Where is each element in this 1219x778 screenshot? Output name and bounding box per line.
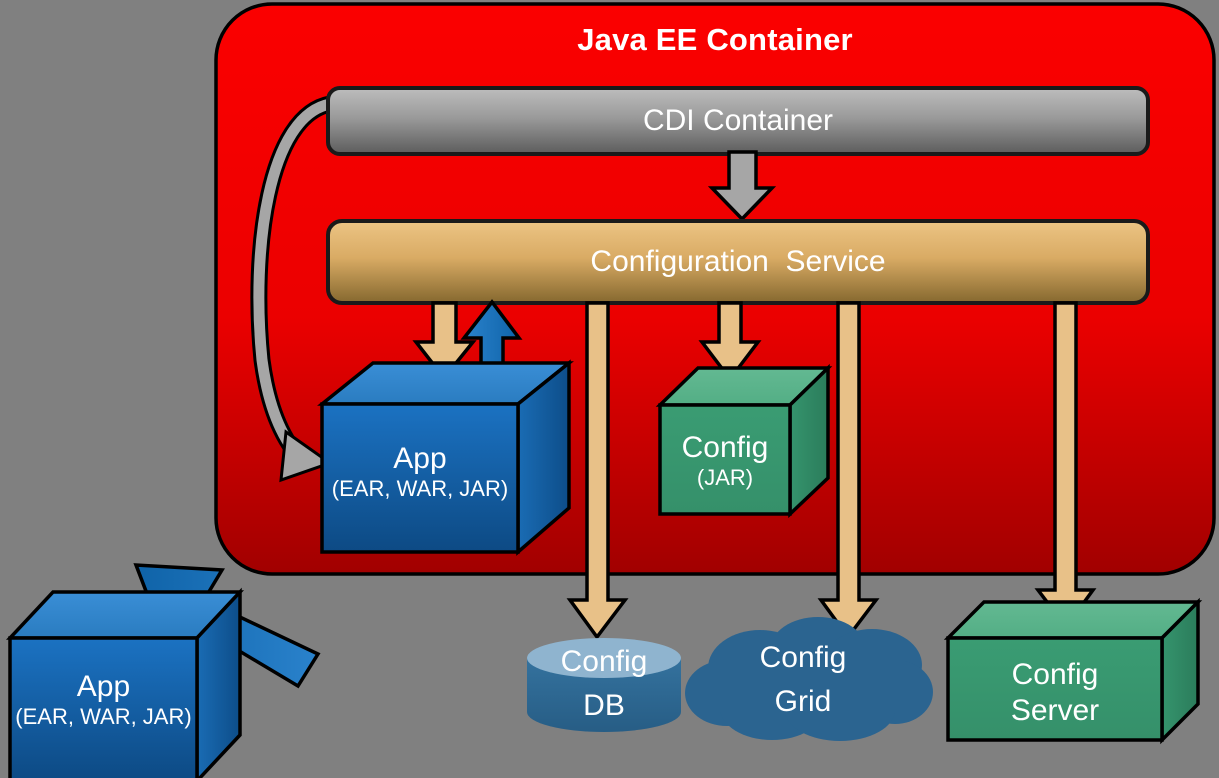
config-service-to-config-grid-arrow bbox=[817, 301, 880, 640]
config-service-to-config-jar-arrow bbox=[698, 301, 762, 382]
config-grid-cloud[interactable] bbox=[685, 617, 933, 741]
config-server-box[interactable] bbox=[943, 597, 1203, 745]
config-service-to-app-arrow bbox=[412, 301, 477, 381]
config-db-cylinder[interactable] bbox=[527, 638, 681, 732]
app-cube-outer[interactable] bbox=[5, 587, 245, 778]
cdi-to-app-curved-arrow bbox=[250, 95, 334, 483]
config-service-to-config-db-arrow bbox=[566, 301, 629, 640]
configuration-service-box[interactable] bbox=[326, 219, 1150, 305]
app-cube-inner[interactable] bbox=[317, 359, 574, 556]
cdi-container-box[interactable] bbox=[326, 86, 1150, 156]
cdi-to-config-service-arrow bbox=[707, 150, 777, 222]
config-jar-cube[interactable] bbox=[655, 363, 833, 519]
